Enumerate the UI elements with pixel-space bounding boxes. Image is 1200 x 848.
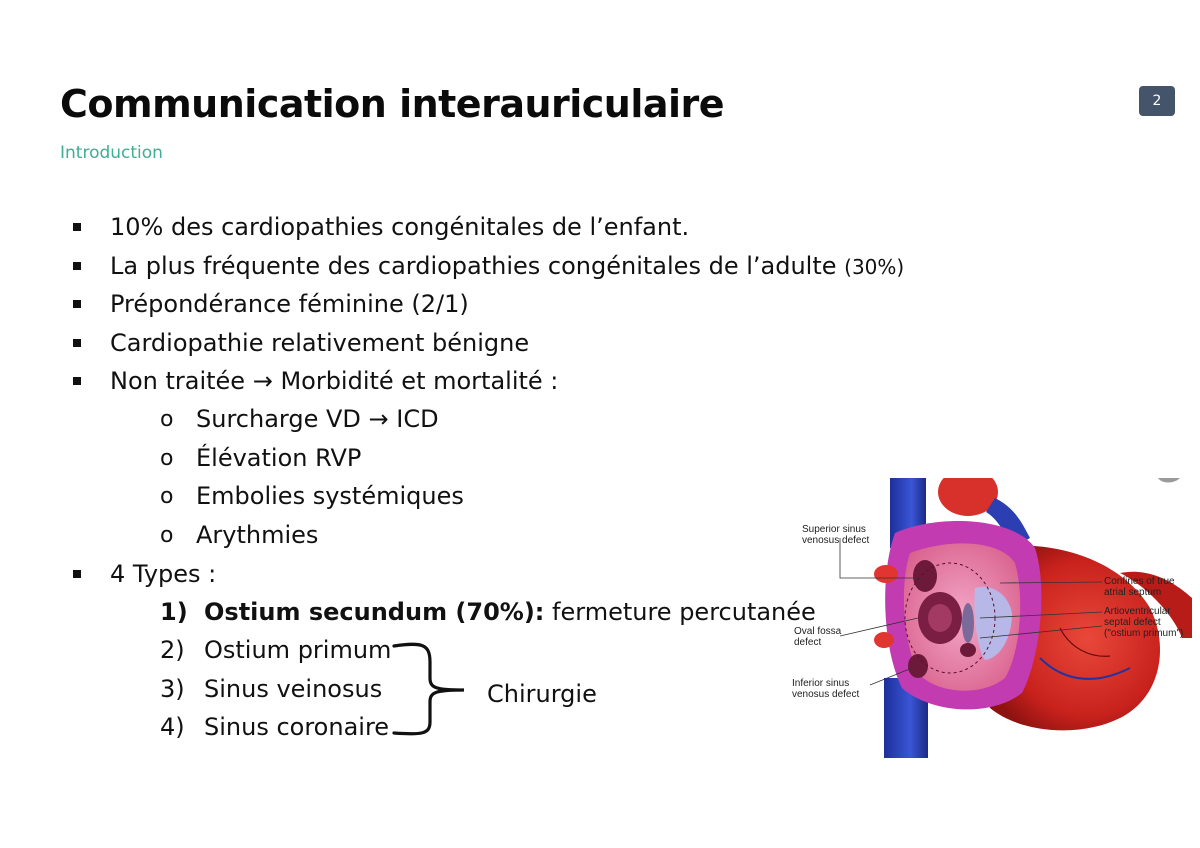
- heart-illustration: [839, 478, 1192, 758]
- bullet-text: Cardiopathie relativement bénigne: [110, 329, 530, 357]
- confines-septum-label: Confines of true atrial septum: [1104, 576, 1175, 598]
- heart-diagram: Superior sinus venosus defect Oval fossa…: [790, 478, 1192, 758]
- bullet-text-paren: (30%): [844, 255, 905, 279]
- circle-bullet-icon: o: [160, 407, 174, 432]
- type-label: Ostium secundum (70%):: [204, 598, 545, 626]
- type-number: 3): [160, 675, 185, 703]
- page-title: Communication interauriculaire: [60, 82, 725, 126]
- type-label: Ostium primum: [204, 636, 392, 664]
- page-number-badge: 2: [1139, 86, 1175, 116]
- curly-brace-icon: [392, 642, 465, 736]
- type-label: Sinus veinosus: [204, 675, 383, 703]
- sub-item-text: Embolies systémiques: [196, 482, 464, 510]
- square-bullet-icon: [73, 262, 81, 270]
- type-detail: fermeture percutanée: [544, 598, 816, 626]
- circle-bullet-icon: o: [160, 523, 174, 548]
- square-bullet-icon: [73, 223, 81, 231]
- type-number: 1): [160, 598, 188, 626]
- av-septal-defect-label: Artioventricular septal defect ("ostium …: [1104, 606, 1184, 639]
- sub-item-text: Élévation RVP: [196, 444, 362, 472]
- inferior-sinus-label: Inferior sinus venosus defect: [792, 678, 860, 700]
- bullet-text: La plus fréquente des cardiopathies cong…: [110, 251, 904, 282]
- type-item: Ostium secundum (70%): fermeture percuta…: [204, 597, 816, 627]
- circle-bullet-icon: o: [160, 446, 174, 471]
- square-bullet-icon: [73, 300, 81, 308]
- bullet-text: Non traitée → Morbidité et mortalité :: [110, 367, 559, 395]
- oval-fossa-label: Oval fossa defect: [794, 626, 842, 648]
- type-number: 2): [160, 636, 185, 664]
- square-bullet-icon: [73, 377, 81, 385]
- section-subtitle: Introduction: [60, 143, 163, 163]
- sub-item-text: Surcharge VD → ICD: [196, 405, 439, 433]
- surgery-label: Chirurgie: [487, 680, 597, 708]
- type-number: 4): [160, 713, 185, 741]
- square-bullet-icon: [73, 570, 81, 578]
- types-heading: 4 Types :: [110, 560, 217, 588]
- sub-item-text: Arythmies: [196, 521, 319, 549]
- square-bullet-icon: [73, 339, 81, 347]
- bullet-text-main: La plus fréquente des cardiopathies cong…: [110, 252, 845, 280]
- bullet-text: 10% des cardiopathies congénitales de l’…: [110, 213, 690, 241]
- type-label: Sinus coronaire: [204, 713, 390, 741]
- bullet-text: Prépondérance féminine (2/1): [110, 290, 469, 318]
- circle-bullet-icon: o: [160, 484, 174, 509]
- superior-sinus-label: Superior sinus venosus defect: [802, 524, 870, 546]
